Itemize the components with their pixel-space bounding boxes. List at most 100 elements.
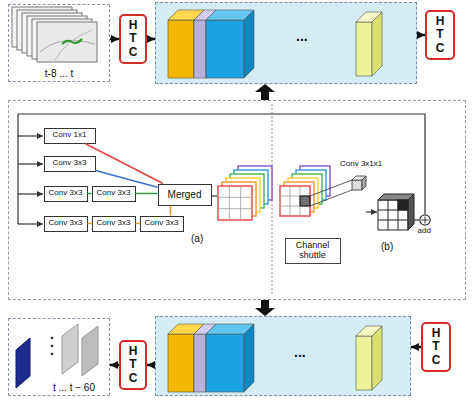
- layer-blocks: [206, 10, 254, 20]
- feature-stack: [238, 166, 272, 200]
- node-text: Conv 3x3: [145, 219, 179, 228]
- node-text: (b): [381, 241, 393, 252]
- conv-box: Conv 3x3: [92, 216, 136, 232]
- node-text: Conv 3x3: [53, 159, 87, 168]
- module-wires: [18, 135, 43, 136]
- node-text: ...: [294, 345, 306, 360]
- node-text: Channel shuttle: [288, 241, 338, 261]
- node-text: Conv 3x3: [49, 189, 83, 198]
- node-text: Merged: [168, 189, 202, 200]
- input-frame-stack: [55, 30, 92, 60]
- output-grid: [408, 194, 414, 230]
- module-wires: [212, 195, 217, 196]
- layer-blocks: [194, 20, 206, 78]
- add-circle: [419, 214, 429, 224]
- add-node: add: [419, 214, 431, 226]
- add-circle: [419, 214, 431, 226]
- feature-stack: [218, 186, 252, 220]
- output-grid: [398, 200, 408, 210]
- layer-blocks: [372, 12, 382, 76]
- output-frame-stack: [51, 345, 54, 348]
- node-text: H T C: [429, 327, 443, 367]
- layer-label: Conv 3x1x1: [340, 160, 382, 169]
- flow-arrow: [88, 193, 92, 195]
- block-arrow: [255, 84, 275, 100]
- feature-stack: [292, 174, 322, 204]
- add-sign: [421, 216, 428, 223]
- merge-box: Merged: [158, 184, 212, 206]
- layer-blocks: [168, 20, 194, 78]
- feature-stack: [234, 170, 268, 204]
- layer-blocks: [168, 10, 382, 78]
- output-grid: [378, 194, 414, 230]
- section-divider: [272, 104, 273, 296]
- feature-stack: [218, 166, 272, 220]
- conv-box: Conv 1x1: [44, 128, 96, 144]
- kernel-cube: [352, 180, 362, 190]
- layer-blocks: [356, 12, 382, 22]
- htc-module: H T C: [119, 14, 147, 64]
- module-wires: [18, 223, 43, 224]
- input-frame-stack: [12, 7, 72, 47]
- input-frame-stack: [40, 40, 95, 52]
- feature-stack: [222, 182, 256, 216]
- node-text: t ... t − 60: [53, 382, 95, 393]
- layer-blocks: [356, 22, 372, 76]
- network-panel: ...: [155, 2, 417, 84]
- feature-stack: [300, 196, 310, 206]
- flow-arrow: [147, 364, 155, 367]
- module-wires: [17, 114, 18, 224]
- feature-stack: [296, 170, 326, 200]
- flow-arrow: [147, 38, 155, 41]
- input-frame-stack: [17, 10, 77, 50]
- layer-blocks: [168, 10, 204, 20]
- feature-stack: [280, 186, 310, 216]
- output-grid: [378, 194, 414, 200]
- feature-stack: [284, 182, 314, 212]
- input-frame-stack: [37, 22, 97, 62]
- output-frame-stack: [16, 324, 98, 388]
- conv-box: Conv 3x3: [44, 186, 88, 202]
- conv-box: Conv 3x3: [140, 216, 184, 232]
- htc-module: H T C: [425, 10, 455, 60]
- flow-arrow: [96, 171, 158, 188]
- flow-arrow: [88, 223, 92, 225]
- kernel-cube: [362, 176, 366, 190]
- module-wires: [366, 211, 377, 212]
- kernel-cube: [352, 176, 366, 180]
- kernel-cube: [310, 176, 366, 206]
- htc-module: H T C: [421, 322, 451, 372]
- network-panel: ...: [155, 316, 411, 396]
- input-frame-stack: [22, 13, 82, 53]
- htc-module: H T C: [119, 340, 147, 390]
- frame-sequence: t ... t − 60: [8, 318, 110, 396]
- node-text: add: [418, 227, 431, 236]
- node-text: Conv 3x3: [97, 219, 131, 228]
- node-text: H T C: [433, 15, 447, 55]
- module-wires: [18, 163, 43, 164]
- input-frame-stack: [32, 19, 92, 59]
- output-grid: [378, 200, 408, 230]
- module-wires: [18, 114, 425, 224]
- conv-box: Conv 3x3: [44, 216, 88, 232]
- output-frame-stack: [51, 337, 54, 340]
- module-wires: [18, 193, 43, 194]
- node-text: ...: [296, 29, 308, 44]
- flow-arrow: [411, 346, 421, 349]
- frame-sequence: t-8 ... t: [8, 4, 110, 82]
- feature-stack: [300, 166, 330, 196]
- output-frame-stack: [62, 324, 78, 374]
- node-text: Conv 1x1: [53, 131, 87, 140]
- layer-blocks: [194, 10, 216, 20]
- node-text: Conv 3x3: [49, 219, 83, 228]
- input-frame-stack: [12, 7, 97, 62]
- output-frame-stack: [51, 353, 54, 356]
- node-text: Conv 3x3: [97, 189, 131, 198]
- conv-box: Conv 3x3: [44, 156, 96, 172]
- feature-stack: [288, 178, 318, 208]
- flow-arrow: [85, 144, 163, 184]
- flow-arrow: [110, 38, 119, 41]
- node-text: H T C: [127, 19, 139, 59]
- feature-stack: [218, 186, 252, 220]
